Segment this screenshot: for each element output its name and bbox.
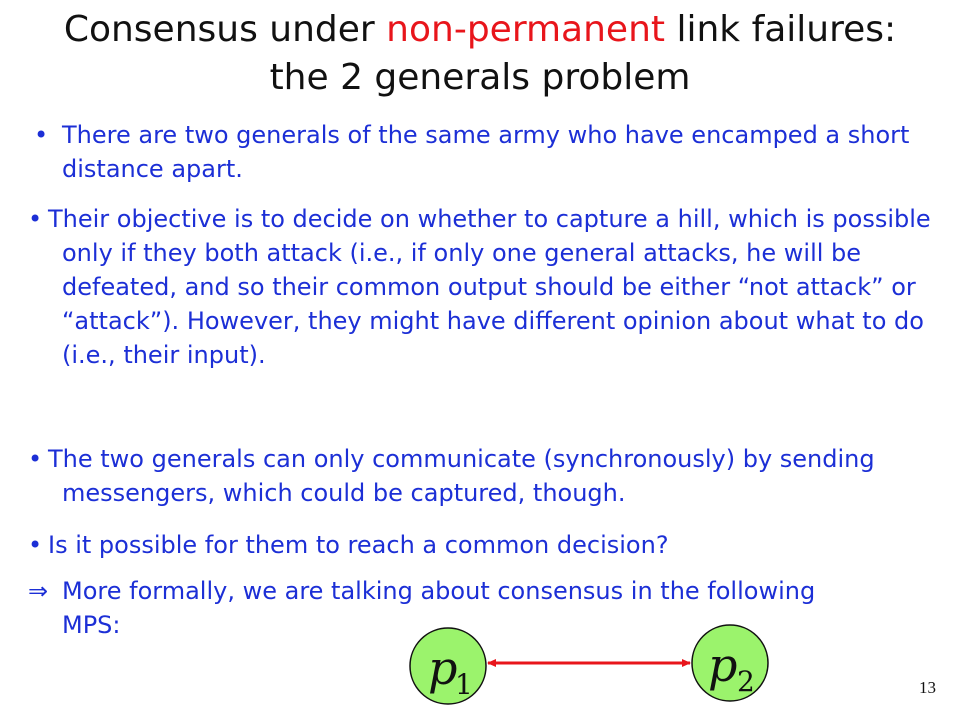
bullet-1: • There are two generals of the same arm… xyxy=(28,118,933,186)
bullet-text: Their objective is to decide on whether … xyxy=(48,205,931,369)
bullet-text: The two generals can only communicate (s… xyxy=(48,445,875,507)
bullet-mark: • xyxy=(28,205,43,233)
slide-title: Consensus under non-permanent link failu… xyxy=(0,6,960,102)
node-p2-base: p xyxy=(708,638,737,692)
title-line-1: Consensus under non-permanent link failu… xyxy=(0,6,960,54)
bullet-mark: • xyxy=(28,531,43,559)
implies-arrow-icon: ⇒ xyxy=(28,577,49,605)
bullet-5: ⇒ More formally, we are talking about co… xyxy=(28,574,868,642)
bullet-mark: • xyxy=(28,445,43,473)
bullet-mark: • xyxy=(34,121,49,149)
bullet-text: There are two generals of the same army … xyxy=(62,121,910,183)
node-p1-sub: 1 xyxy=(455,668,473,701)
node-p1-base: p xyxy=(428,641,457,695)
bullet-4: • Is it possible for them to reach a com… xyxy=(28,528,933,562)
title-text-post: link failures: xyxy=(665,9,897,50)
bullet-3: • The two generals can only communicate … xyxy=(28,442,933,510)
title-line-2: the 2 generals problem xyxy=(269,57,691,98)
bullet-text: More formally, we are talking about cons… xyxy=(62,577,816,639)
title-text-pre: Consensus under xyxy=(63,9,387,50)
page-number: 13 xyxy=(919,678,936,697)
bullet-text: Is it possible for them to reach a commo… xyxy=(48,531,669,559)
node-p2-sub: 2 xyxy=(737,665,755,698)
bullet-2: • Their objective is to decide on whethe… xyxy=(28,202,933,372)
title-accent: non-permanent xyxy=(386,9,666,50)
